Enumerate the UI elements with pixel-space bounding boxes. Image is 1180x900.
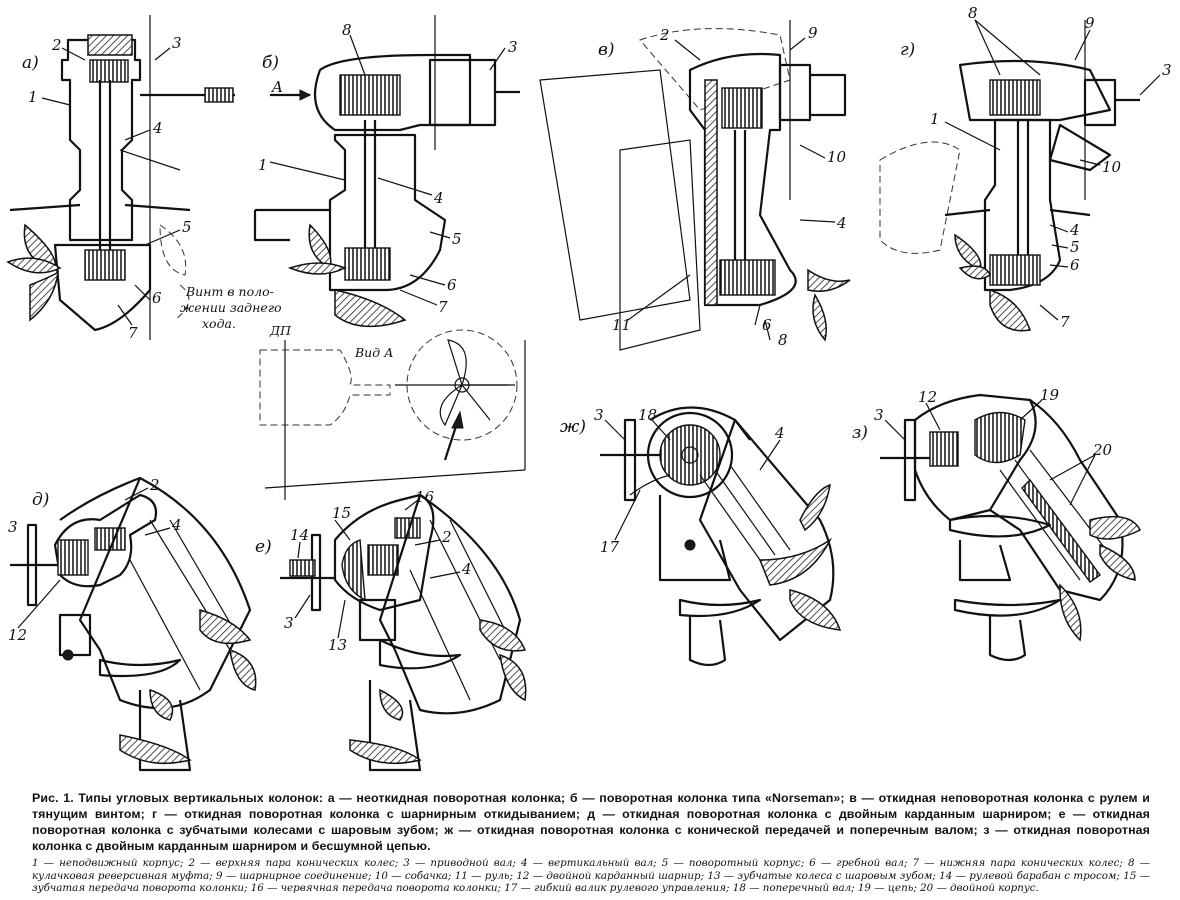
view-d: д) 2 3 4 12 <box>8 476 257 772</box>
caption-main: Рис. 1. Типы угловых вертикальных колоно… <box>32 790 1150 854</box>
callout-v-11: 11 <box>612 316 631 334</box>
callout-g-8: 8 <box>968 4 978 22</box>
callout-d-4: 4 <box>171 516 182 534</box>
callout-g-9: 9 <box>1085 14 1095 32</box>
callout-v-2: 2 <box>659 26 670 44</box>
callout-d-12: 12 <box>8 626 27 644</box>
callout-b-5: 5 <box>452 230 462 248</box>
view-z: з) 3 12 19 20 <box>852 386 1142 662</box>
callout-a-4: 4 <box>152 119 163 137</box>
view-a: а) 1 2 3 4 5 6 7 Винт в поло- жении задн… <box>6 15 282 342</box>
callout-a-2: 2 <box>51 36 62 54</box>
callout-e-2: 2 <box>441 528 452 546</box>
callout-a-6: 6 <box>152 289 162 307</box>
callout-b-4: 4 <box>433 189 444 207</box>
callout-zh-17: 17 <box>600 538 620 556</box>
view-a-note-line-3: хода. <box>202 316 236 331</box>
view-d-letter: д) <box>32 490 49 510</box>
callout-v-10: 10 <box>827 148 847 166</box>
callout-v-6: 6 <box>762 316 772 334</box>
view-e-letter: е) <box>255 537 272 557</box>
callout-e-14: 14 <box>290 526 309 544</box>
callout-z-19: 19 <box>1040 386 1060 404</box>
arrow-a-label: A <box>270 78 283 96</box>
view-zh-letter: ж) <box>560 417 586 437</box>
view-a-note-line-2: жении заднего <box>180 300 282 315</box>
caption-legend: 1 — неподвижный корпус; 2 — верхняя пара… <box>32 857 1150 894</box>
callout-e-3: 3 <box>284 614 294 632</box>
technical-drawing: а) 1 2 3 4 5 6 7 Винт в поло- жении задн… <box>6 4 1172 772</box>
callout-v-8: 8 <box>778 331 788 349</box>
callout-a-7: 7 <box>128 324 138 342</box>
callout-v-4: 4 <box>836 214 847 232</box>
view-b-letter: б) <box>262 53 279 73</box>
view-a-top: ДП Вид А <box>259 323 526 500</box>
view-a-letter: а) <box>22 53 39 73</box>
callout-g-4: 4 <box>1069 221 1080 239</box>
callout-g-1: 1 <box>930 110 940 128</box>
dp-label: ДП <box>269 323 292 338</box>
callout-g-6: 6 <box>1070 256 1080 274</box>
view-g: г) 1 3 4 5 6 7 8 9 10 <box>879 4 1172 332</box>
view-v: в) 2 4 6 8 9 10 11 <box>539 20 851 351</box>
view-a-title: Вид А <box>354 345 394 360</box>
callout-g-3: 3 <box>1162 61 1172 79</box>
caption-title: Рис. 1. Типы угловых вертикальных колоно… <box>32 791 324 805</box>
callout-g-7: 7 <box>1060 313 1070 331</box>
callout-a-3: 3 <box>172 34 182 52</box>
callout-g-10: 10 <box>1102 158 1122 176</box>
view-a-note-line-1: Винт в поло- <box>185 284 274 299</box>
callout-z-12: 12 <box>918 388 937 406</box>
callout-z-20: 20 <box>1092 441 1113 459</box>
view-g-letter: г) <box>900 40 915 60</box>
callout-zh-3: 3 <box>594 406 604 424</box>
view-b: б) A 1 3 4 5 6 7 8 <box>253 15 520 328</box>
callout-e-16: 16 <box>415 488 435 506</box>
view-e: е) 2 3 4 13 14 15 16 <box>255 488 527 772</box>
view-zh: ж) 3 4 17 18 <box>560 406 842 667</box>
callout-zh-4: 4 <box>774 424 785 442</box>
callout-b-7: 7 <box>438 298 448 316</box>
callout-b-3: 3 <box>508 38 518 56</box>
caption-text: а — неоткидная поворотная колонка; б — п… <box>32 791 1150 853</box>
callout-d-3: 3 <box>8 518 18 536</box>
view-v-letter: в) <box>598 40 615 60</box>
callout-e-4: 4 <box>461 560 472 578</box>
callout-e-15: 15 <box>332 504 351 522</box>
view-z-letter: з) <box>852 423 868 443</box>
callout-b-8: 8 <box>342 21 352 39</box>
callout-b-1: 1 <box>258 156 268 174</box>
callout-a-1: 1 <box>28 88 38 106</box>
callout-v-9: 9 <box>808 24 818 42</box>
callout-d-2: 2 <box>149 476 160 494</box>
callout-b-6: 6 <box>447 276 457 294</box>
callout-z-3: 3 <box>874 406 884 424</box>
callout-a-5: 5 <box>182 218 192 236</box>
callout-e-13: 13 <box>328 636 347 654</box>
figure-caption: Рис. 1. Типы угловых вертикальных колоно… <box>32 790 1150 895</box>
callout-zh-18: 18 <box>638 406 657 424</box>
callout-g-5: 5 <box>1070 238 1080 256</box>
